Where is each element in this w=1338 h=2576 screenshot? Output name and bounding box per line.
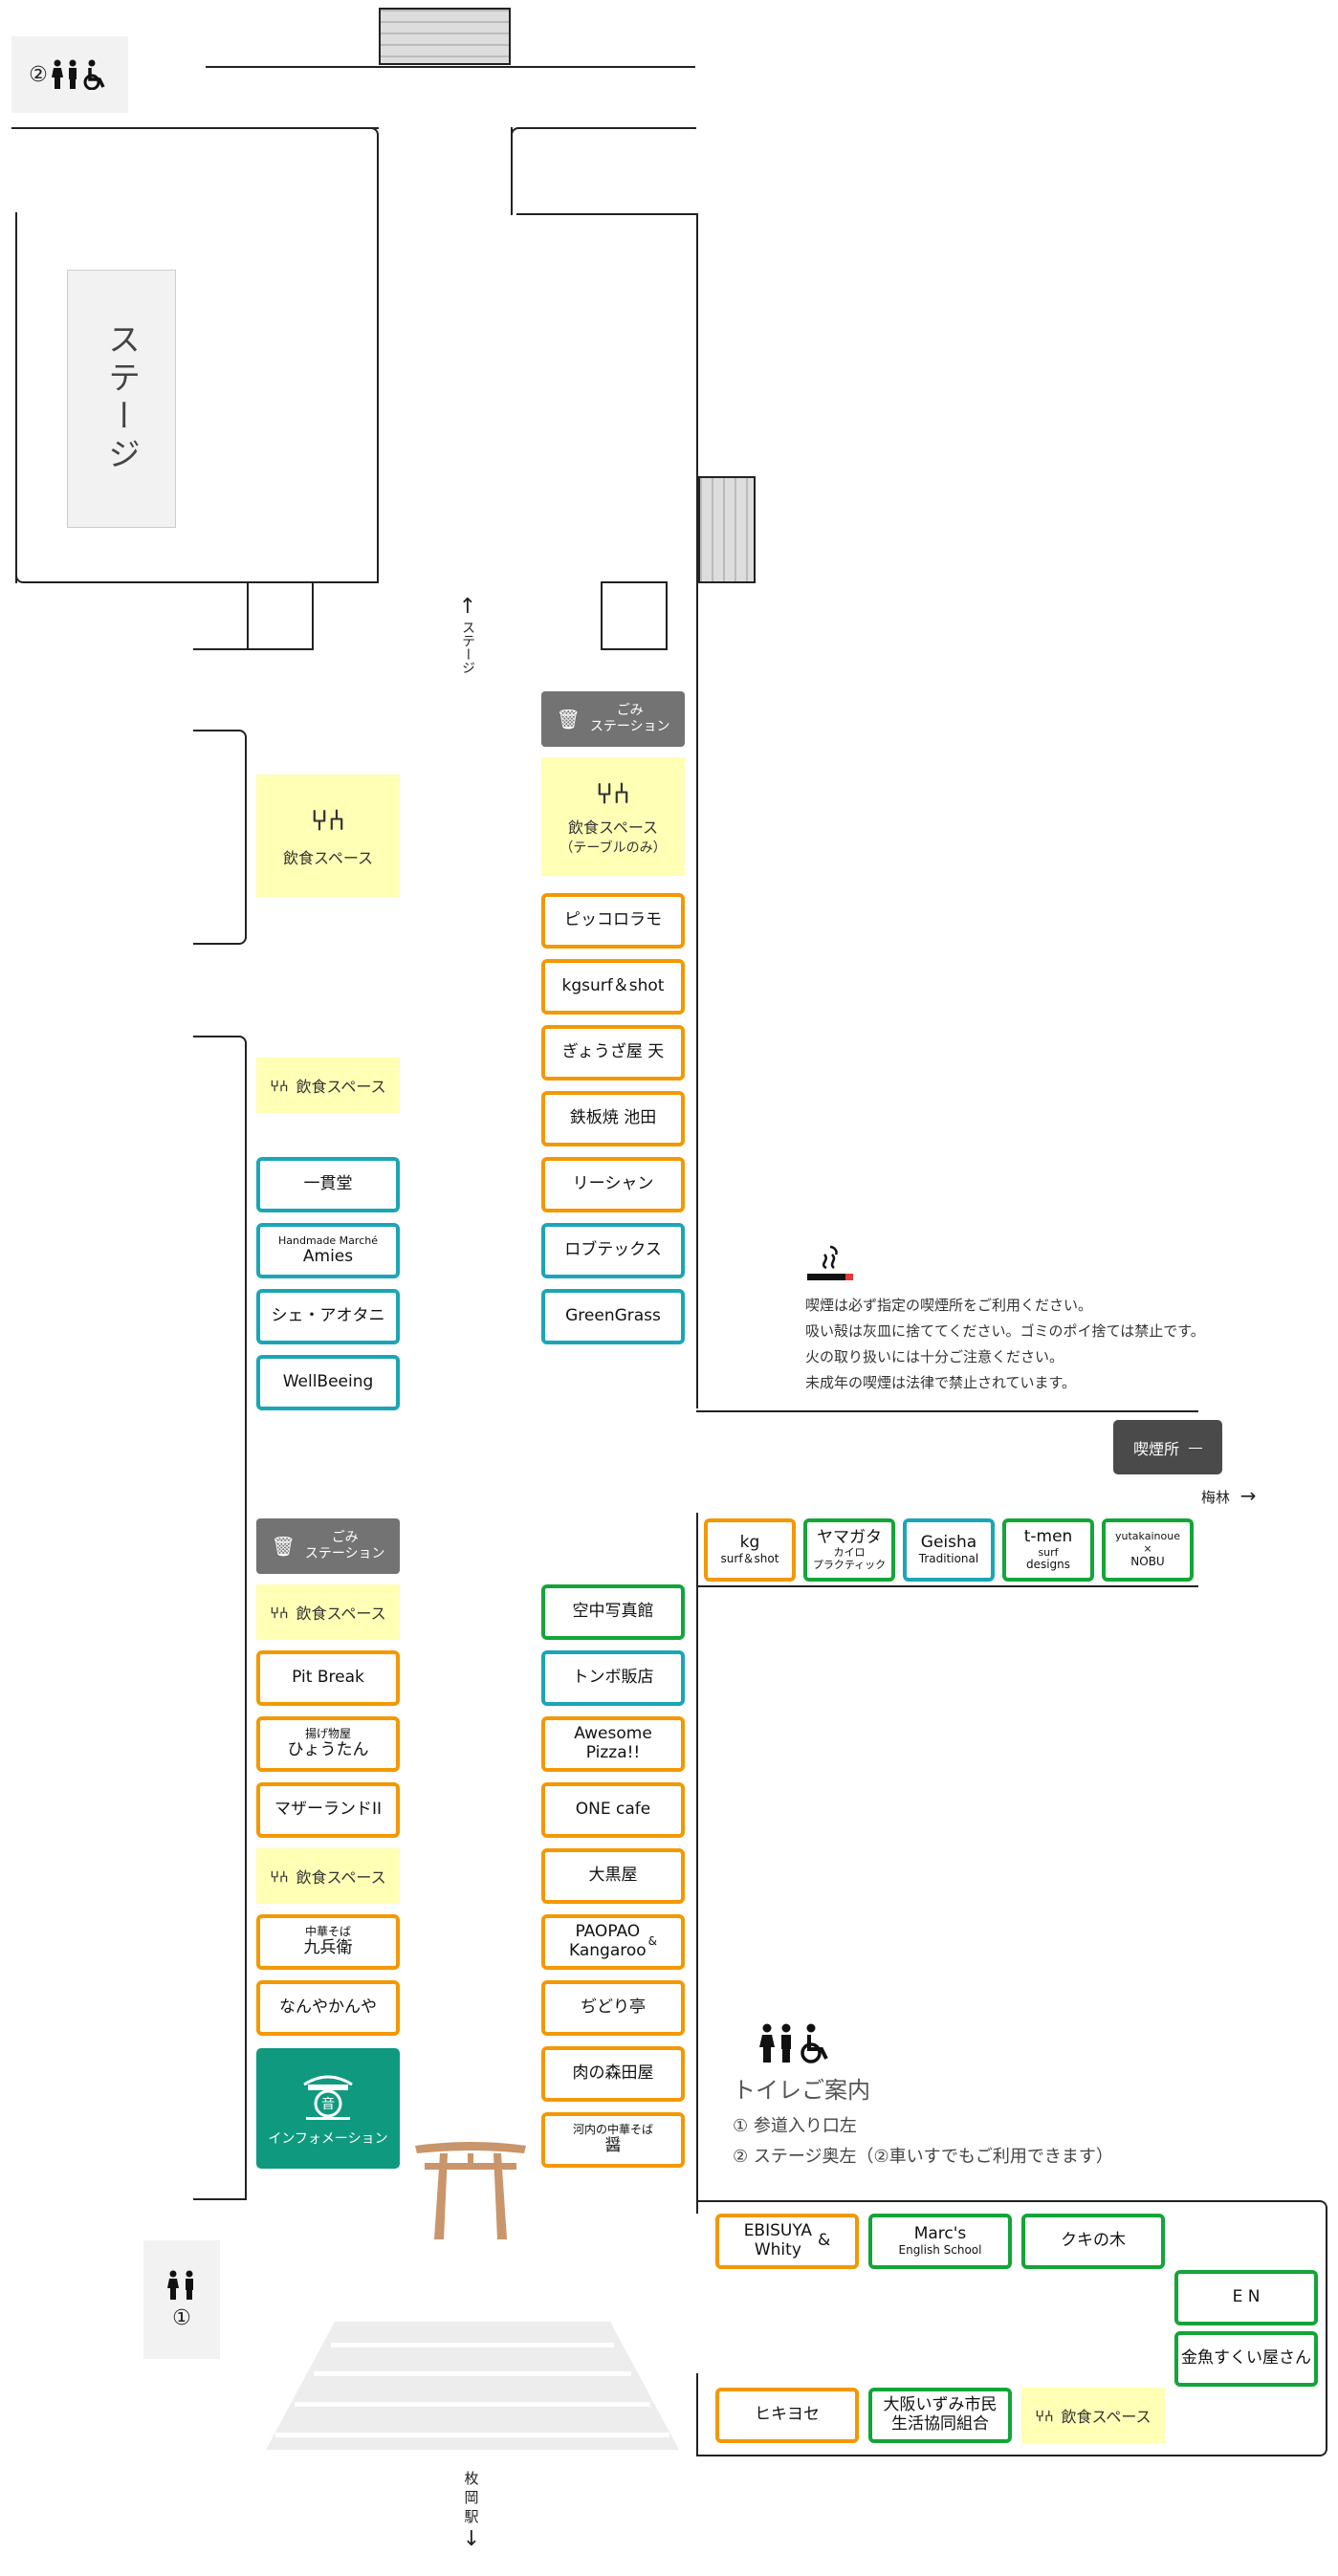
booth-yamagata[interactable]: ヤマガタカイロプラクティック — [803, 1518, 895, 1582]
booth-motherland[interactable]: マザーランドII — [256, 1782, 400, 1838]
booth-chez-aotani[interactable]: シェ・アオタニ — [256, 1289, 400, 1344]
torii-gate-icon — [415, 2142, 526, 2239]
smoking-small-icon: ⎯⎯ — [1189, 1439, 1202, 1455]
bottom-right-block — [696, 2200, 1327, 2456]
right-stairs — [698, 476, 756, 583]
eating-space-left-3: ⑂⑃飲食スペース — [256, 1584, 400, 1640]
right-building-outline — [511, 127, 696, 215]
toilet-guide: トイレご案内 ① 参道入り口左 ② ステージ奥左（②車いすでもご利用できます） — [733, 2071, 1113, 2168]
booth-osaka-izumi-coop[interactable]: 大阪いずみ市民生活協同組合 — [868, 2388, 1012, 2443]
restroom-icon — [167, 2270, 193, 2300]
svg-text:音: 音 — [321, 2096, 335, 2112]
left-building-outline — [11, 127, 379, 215]
booth-kawachi-chukasoba[interactable]: 河内の中華そば醤 — [541, 2112, 685, 2168]
trash-station-upper: 🗑 ごみステーション — [541, 691, 685, 747]
right-wall-upper — [516, 213, 698, 215]
booth-greengrass[interactable]: GreenGrass — [541, 1289, 685, 1344]
fork-spoon-icon: ⑂⑃ — [1035, 2406, 1054, 2425]
trash-icon: 🗑 — [556, 708, 581, 731]
fork-spoon-icon: ⑂⑃ — [596, 776, 630, 811]
booth-wellbeeing[interactable]: WellBeeing — [256, 1355, 400, 1410]
restroom-2-panel: ② — [11, 36, 128, 113]
up-arrow-icon: ↑ — [458, 595, 477, 619]
station-direction: 枚 岡 駅 ↓ — [459, 2469, 484, 2551]
booth-chidoritei[interactable]: ぢどり亭 — [541, 1980, 685, 2036]
booth-niku-no-moritaya[interactable]: 肉の森田屋 — [541, 2046, 685, 2102]
stage-label: ステージ — [101, 322, 141, 475]
booth-kgsurf[interactable]: kgsurf＆shot — [541, 959, 685, 1015]
booth-gyoza-ten[interactable]: ぎょうざ屋 天 — [541, 1025, 685, 1081]
toilet-guide-title: トイレご案内 — [733, 2077, 870, 2104]
down-arrow-icon: ↓ — [462, 2527, 481, 2551]
left-wall-lower — [193, 1036, 247, 2200]
booth-ikkando[interactable]: 一貫堂 — [256, 1157, 400, 1212]
smoking-notes: 喫煙は必ず指定の喫煙所をご利用ください。 吸い殻は灰皿に捨ててください。ゴミのポ… — [805, 1297, 1205, 1391]
booth-pit-break[interactable]: Pit Break — [256, 1650, 400, 1706]
stage-area: ステージ — [67, 270, 176, 528]
eating-space-upper-left: ⑂⑃ 飲食スペース — [256, 775, 400, 897]
right-wall-vertical — [696, 213, 698, 1408]
entrance-stairs — [266, 2322, 679, 2450]
information-shrine-icon: 音 — [303, 2075, 353, 2120]
booth-daikokuya[interactable]: 大黒屋 — [541, 1848, 685, 1904]
eating-space-bottom: ⑂⑃飲食スペース — [1021, 2388, 1165, 2443]
trash-station-lower: 🗑 ごみステーション — [256, 1518, 400, 1574]
restroom-2-label: ② — [29, 62, 48, 87]
booth-lobtex[interactable]: ロブテックス — [541, 1223, 685, 1278]
left-wall-upper — [193, 730, 247, 945]
information-booth[interactable]: 音 インフォメーション — [256, 2048, 400, 2169]
booth-tonbo[interactable]: トンボ販店 — [541, 1650, 685, 1706]
eating-space-left-4: ⑂⑃飲食スペース — [256, 1848, 400, 1904]
booth-kuchu-shashinkan[interactable]: 空中写真館 — [541, 1584, 685, 1640]
booth-kingyo-sukui[interactable]: 金魚すくい屋さん — [1174, 2331, 1318, 2387]
booth-rishan[interactable]: リーシャン — [541, 1157, 685, 1212]
booth-one-cafe[interactable]: ONE cafe — [541, 1782, 685, 1838]
eating-space-left-2: ⑂⑃飲食スペース — [256, 1058, 400, 1113]
fork-spoon-icon: ⑂⑃ — [270, 1076, 289, 1095]
smoking-icon — [807, 1245, 853, 1280]
eating-space-tables: ⑂⑃ 飲食スペース （テーブルのみ） — [541, 757, 685, 876]
right-wall-lower — [696, 1585, 698, 2202]
booth-kyubee[interactable]: 中華そば九兵衛 — [256, 1914, 400, 1970]
trash-icon: 🗑 — [271, 1535, 296, 1558]
top-stairs — [379, 8, 511, 65]
booth-yutakainoue-nobu[interactable]: yutakainoue×NOBU — [1102, 1518, 1194, 1582]
booth-kuki-no-ki[interactable]: クキの木 — [1021, 2214, 1165, 2269]
smoking-area: 喫煙所 ⎯⎯ — [1113, 1420, 1222, 1474]
stage-side-box-left — [247, 581, 314, 650]
booth-piccolo[interactable]: ピッコロラモ — [541, 893, 685, 949]
fork-spoon-icon: ⑂⑃ — [270, 1867, 289, 1886]
booth-hyoutan[interactable]: 揚げ物屋ひょうたん — [256, 1716, 400, 1772]
restroom-accessible-icon — [51, 59, 105, 90]
restroom-1-label: ① — [172, 2305, 191, 2330]
restroom-1-panel: ① — [143, 2240, 220, 2359]
fork-spoon-icon: ⑂⑃ — [270, 1603, 289, 1622]
umebayashi-direction: 梅林 → — [1201, 1484, 1257, 1507]
booth-en[interactable]: E N — [1174, 2270, 1318, 2325]
stage-direction-label: ステージ — [460, 621, 475, 674]
booth-teppanyaki-ikeda[interactable]: 鉄板焼 池田 — [541, 1091, 685, 1146]
booth-nanyakanya[interactable]: なんやかんや — [256, 1980, 400, 2036]
right-arrow-icon: → — [1239, 1484, 1257, 1507]
stage-side-box-right — [601, 581, 668, 650]
stage-direction: ↑ ステージ — [453, 595, 482, 674]
booth-hikiyose[interactable]: ヒキヨセ — [715, 2388, 859, 2443]
restroom-accessible-icon — [759, 2023, 828, 2063]
fork-spoon-icon: ⑂⑃ — [311, 803, 345, 838]
